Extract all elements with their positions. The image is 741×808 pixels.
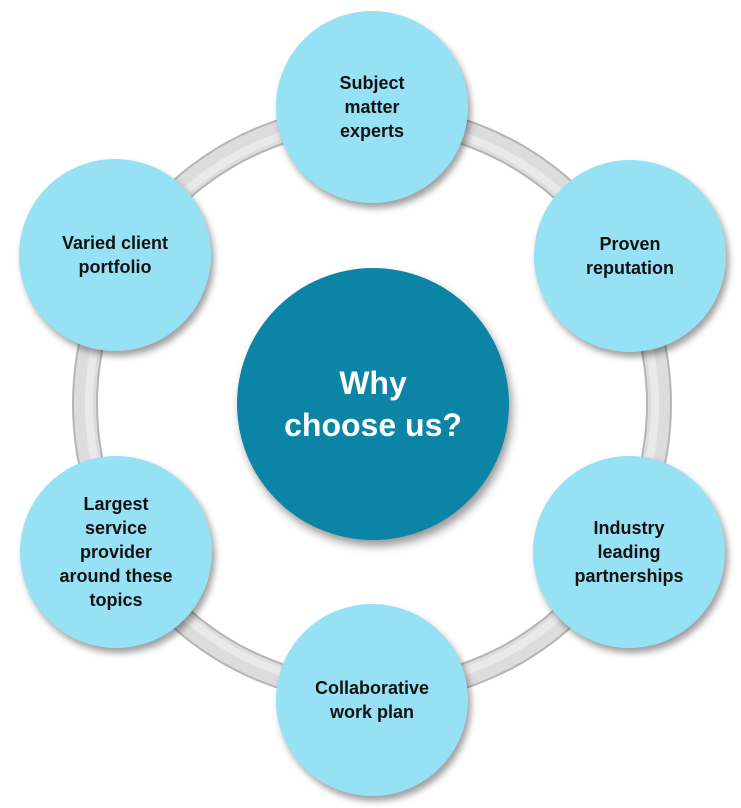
node-label: Proven reputation (586, 234, 674, 278)
node-proven-reputation: Proven reputation (534, 160, 726, 352)
node-industry-leading-partnerships: Industry leading partnerships (533, 456, 725, 648)
node-label: Subject matter experts (339, 73, 405, 141)
node-label: Largest service provider around these to… (59, 494, 173, 610)
node-label: Industry leading partnerships (574, 518, 684, 586)
node-label: Varied client portfolio (61, 233, 169, 277)
node-subject-matter-experts: Subject matter experts (276, 11, 468, 203)
center-label: Why choose us? (284, 365, 462, 443)
node-largest-service-provider: Largest service provider around these to… (20, 456, 212, 648)
node-label: Collaborative work plan (314, 678, 430, 722)
node-varied-client-portfolio: Varied client portfolio (19, 159, 211, 351)
node-collaborative-work-plan: Collaborative work plan (276, 604, 468, 796)
center-circle: Why choose us? (237, 268, 509, 540)
